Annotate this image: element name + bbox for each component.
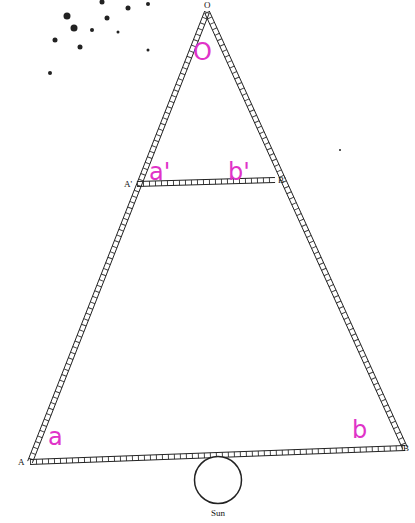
point-label: A' xyxy=(124,180,132,189)
handwritten-label: a xyxy=(48,425,63,449)
point-label: A xyxy=(18,458,25,467)
rod-edge xyxy=(205,13,403,449)
point-label: B xyxy=(403,444,409,453)
rod-edge xyxy=(32,13,209,463)
star-dots xyxy=(48,0,341,151)
rod-edge xyxy=(209,11,407,447)
handwritten-label: a' xyxy=(149,160,170,184)
point-label: O xyxy=(204,1,211,10)
node-label: Sun xyxy=(193,508,243,518)
rod-ticks xyxy=(207,12,405,448)
rod-ticks xyxy=(30,12,207,462)
sun-circle: Sun xyxy=(193,455,243,505)
handwritten-label: b xyxy=(352,418,367,442)
circle-outline xyxy=(193,455,243,505)
handwritten-label: O xyxy=(193,40,212,64)
point-label: B' xyxy=(278,176,286,185)
rod-frame xyxy=(28,11,408,465)
handwritten-label: b' xyxy=(228,160,250,184)
rod-edge xyxy=(28,11,205,461)
